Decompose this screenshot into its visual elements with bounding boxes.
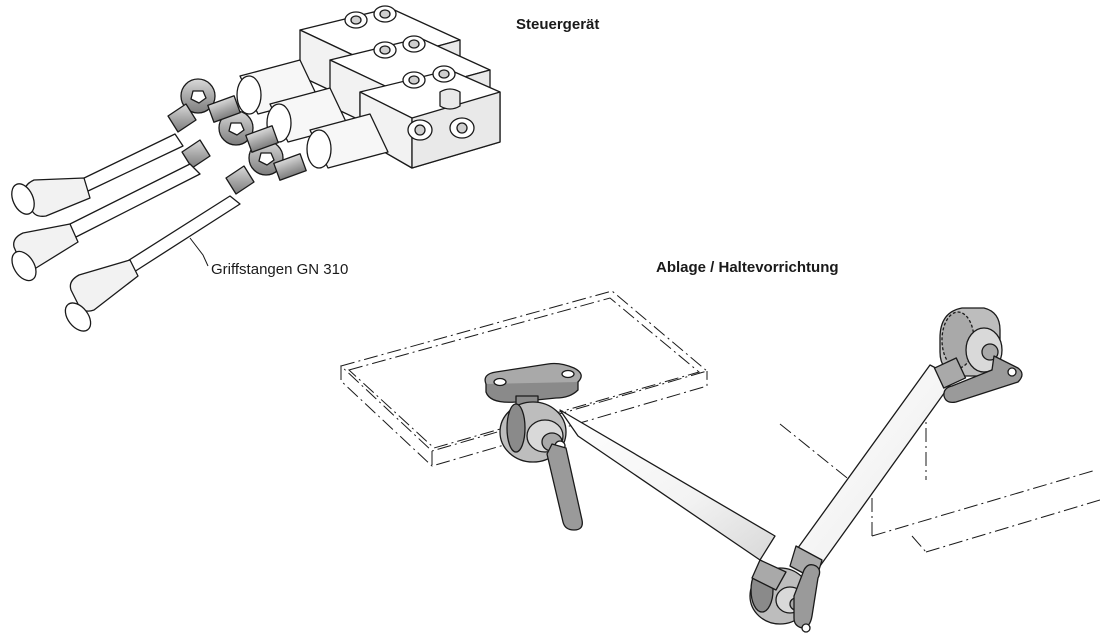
control-unit-group: [11, 5, 501, 332]
mounting-flange: [484, 362, 582, 403]
actuator-cylinders: [236, 59, 389, 169]
port-fittings: [344, 5, 475, 141]
joint-left: [499, 395, 567, 463]
clamp-lever-bottom: [793, 564, 821, 629]
arm-tube-short: [794, 364, 956, 567]
control-unit-label: Steuergerät: [516, 16, 600, 33]
arm-tube-long: [559, 409, 776, 561]
holder-label: Ablage / Haltevorrichtung: [656, 259, 839, 276]
clamp-lever-left: [546, 443, 583, 531]
clamp-lever-top-right: [943, 355, 1023, 404]
handle-rods-leader-line: [189, 237, 209, 267]
handle-rods-label: Griffstangen GN 310: [211, 261, 349, 278]
handle-rods: [11, 133, 241, 332]
joint-knobs: [167, 78, 307, 195]
mounting-plate-outline: [340, 290, 709, 467]
holder-group: [484, 307, 1023, 633]
handle-grips: [11, 177, 139, 332]
